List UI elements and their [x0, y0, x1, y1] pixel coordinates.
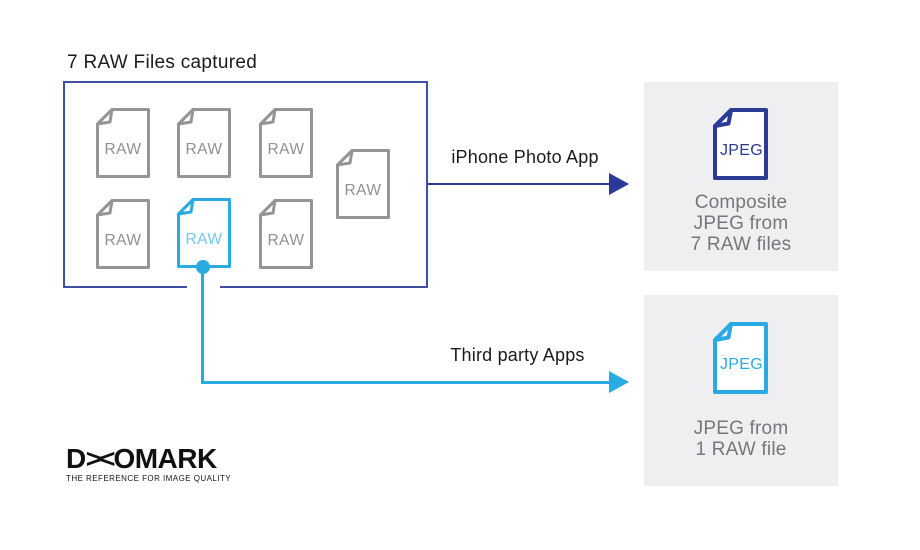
single-jpeg-panel: JPEG JPEG from 1 RAW file [644, 295, 838, 486]
caption-line: 1 RAW file [695, 439, 787, 460]
raw-file-icon: RAW [96, 108, 150, 178]
third-party-flow-arrowhead-icon [609, 371, 629, 393]
raw-file-label: RAW [267, 141, 304, 158]
third-party-flow-line-vertical [201, 267, 204, 384]
raw-file-label: RAW [185, 231, 222, 248]
raw-file-icon: RAW [96, 199, 150, 269]
iphone-flow-line [428, 183, 610, 185]
caption-line: 7 RAW files [690, 234, 792, 255]
raw-file-icon: RAW [336, 149, 390, 219]
dxomark-logo: D><OMARK THE REFERENCE FOR IMAGE QUALITY [66, 443, 232, 484]
dxomark-wordmark: D><OMARK [66, 443, 231, 474]
logo-letters-omark: OMARK [113, 443, 217, 474]
jpeg-file-icon: JPEG [713, 108, 768, 180]
logo-x-glyph: >< [85, 444, 116, 473]
jpeg-file-label: JPEG [720, 356, 763, 373]
raw-file-icon-selected: RAW [177, 198, 231, 268]
diagram-title: 7 RAW Files captured [67, 52, 258, 73]
caption-line: JPEG from [693, 418, 789, 439]
raw-file-label: RAW [104, 232, 141, 249]
jpeg-file-icon: JPEG [713, 322, 768, 394]
raw-file-label: RAW [344, 182, 381, 199]
caption-line: JPEG from [693, 213, 789, 234]
raw-file-label: RAW [104, 141, 141, 158]
raw-file-icon: RAW [177, 108, 231, 178]
third-party-flow-line-horizontal [201, 381, 609, 384]
raw-file-label: RAW [185, 141, 222, 158]
logo-tagline: THE REFERENCE FOR IMAGE QUALITY [66, 474, 232, 483]
raw-file-icon: RAW [259, 108, 313, 178]
third-party-apps-label: Third party Apps [450, 345, 585, 365]
raw-file-label: RAW [267, 232, 304, 249]
jpeg-file-label: JPEG [720, 142, 763, 159]
composite-caption: Composite JPEG from 7 RAW files [644, 192, 838, 255]
iphone-photo-app-label: iPhone Photo App [451, 147, 599, 167]
raw-file-icon: RAW [259, 199, 313, 269]
caption-line: Composite [694, 192, 788, 213]
logo-letter-d: D [66, 443, 86, 474]
single-caption: JPEG from 1 RAW file [644, 418, 838, 460]
composite-jpeg-panel: JPEG Composite JPEG from 7 RAW files [644, 82, 838, 271]
iphone-flow-arrowhead-icon [609, 173, 629, 195]
